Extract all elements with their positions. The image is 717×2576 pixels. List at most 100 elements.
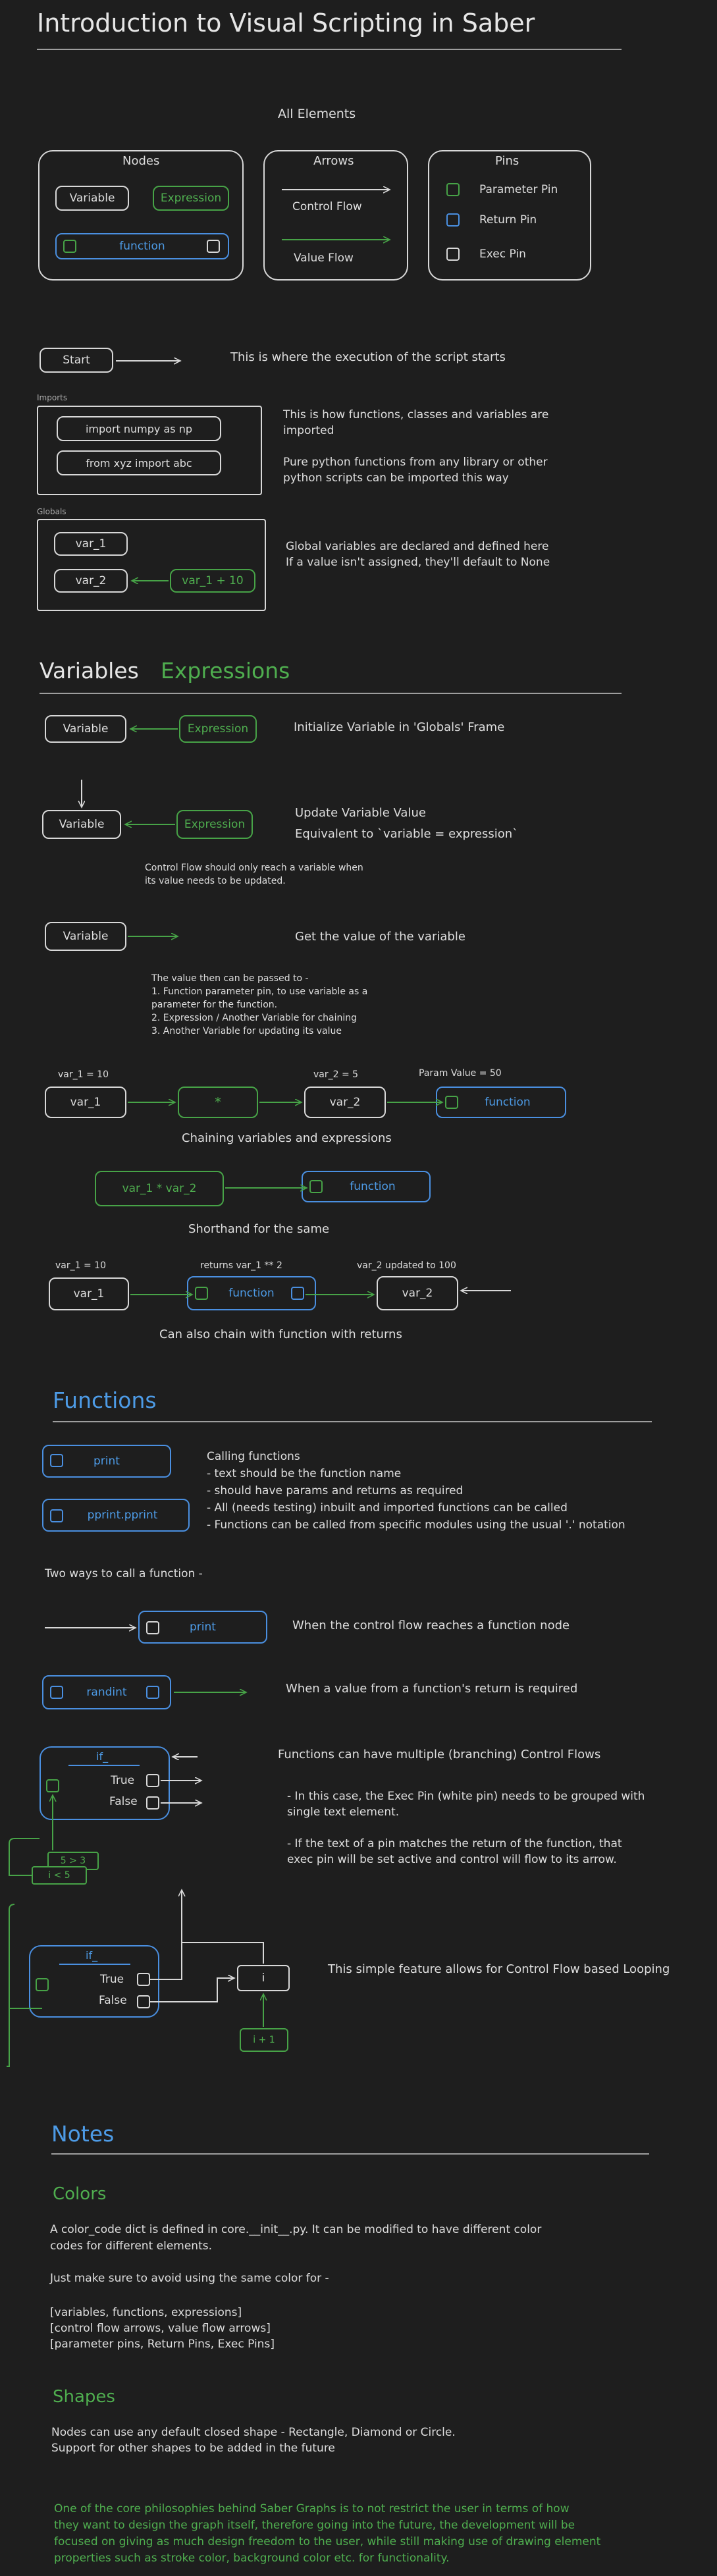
- print-node[interactable]: print: [42, 1445, 171, 1478]
- pprint-pin-icon: [50, 1509, 63, 1522]
- chain-multiply-label: *: [215, 1095, 221, 1110]
- ret-var1-annotation: var_1 = 10: [55, 1260, 106, 1271]
- ret-var2-node[interactable]: var_2: [377, 1276, 458, 1310]
- global-var-2-node[interactable]: var_2: [54, 569, 128, 593]
- chain-param-annotation: Param Value = 50: [419, 1068, 502, 1079]
- expression-node-sample[interactable]: Expression: [153, 186, 229, 211]
- arrows-legend-frame: [263, 150, 408, 281]
- global-expression-label: var_1 + 10: [182, 574, 244, 587]
- randint-node[interactable]: randint: [42, 1675, 171, 1709]
- init-description: Initialize Variable in 'Globals' Frame: [294, 720, 505, 734]
- loop-true-exec-pin-icon: [137, 1973, 150, 1986]
- ret-var1-node[interactable]: var_1: [49, 1277, 129, 1310]
- pass-line-5: 3. Another Variable for updating its val…: [151, 1026, 342, 1036]
- import-node-xyz[interactable]: from xyz import abc: [57, 450, 221, 475]
- notes-heading: Notes: [51, 2121, 115, 2147]
- variable-node-sample[interactable]: Variable: [55, 186, 129, 211]
- init-expression-label: Expression: [187, 722, 249, 736]
- loop-cond-link: [9, 1904, 15, 2008]
- branch-bullet-2b: exec pin will be set active and control …: [287, 1853, 617, 1866]
- ret-var2-label: var_2: [402, 1287, 433, 1300]
- imports-desc-1a: This is how functions, classes and varia…: [283, 408, 549, 421]
- ret-description: When a value from a function's return is…: [286, 1682, 578, 1696]
- shorthand-expression-label: var_1 * var_2: [122, 1182, 197, 1195]
- chain-var2-node[interactable]: var_2: [304, 1087, 386, 1118]
- cf-print-node[interactable]: print: [138, 1611, 267, 1644]
- init-expression-node[interactable]: Expression: [179, 715, 257, 743]
- get-variable-node[interactable]: Variable: [45, 922, 126, 951]
- global-var-2-label: var_2: [75, 574, 107, 587]
- condition-2-node[interactable]: i < 5: [32, 1866, 87, 1885]
- loop-expression-node[interactable]: i + 1: [240, 2028, 288, 2052]
- global-var-1-node[interactable]: var_1: [54, 532, 128, 556]
- loop-var-node[interactable]: i: [237, 1965, 290, 1991]
- philosophy-line-1: One of the core philosophies behind Sabe…: [54, 2502, 570, 2515]
- variables-heading: Variables: [40, 658, 139, 684]
- ret-function-annotation: returns var_1 ** 2: [200, 1260, 282, 1271]
- shorthand-caption: Shorthand for the same: [188, 1222, 330, 1236]
- cf-print-exec-pin-icon: [146, 1621, 159, 1634]
- philosophy-line-2: they want to design the graph itself, th…: [54, 2519, 575, 2532]
- shorthand-function-label: function: [350, 1180, 396, 1193]
- update-desc-1: Update Variable Value: [295, 806, 426, 820]
- shapes-p2: Support for other shapes to be added in …: [51, 2442, 335, 2455]
- expression-node-label: Expression: [160, 192, 222, 205]
- pass-line-1: The value then can be passed to -: [151, 973, 309, 984]
- branch-if-node[interactable]: [40, 1746, 170, 1820]
- colors-heading: Colors: [53, 2184, 107, 2204]
- init-variable-label: Variable: [63, 722, 109, 736]
- chain-multiply-node[interactable]: *: [178, 1087, 258, 1118]
- branch-if-underline: [68, 1765, 140, 1766]
- loop-cond-pin-icon: [36, 1978, 49, 1991]
- pass-line-2: 1. Function parameter pin, to use variab…: [151, 986, 368, 997]
- philosophy-line-3: focused on giving as much design freedom…: [54, 2535, 601, 2548]
- nodes-legend-frame: [38, 150, 244, 281]
- colors-list-3: [parameter pins, Return Pins, Exec Pins]: [50, 2338, 275, 2351]
- calling-line-3: - should have params and returns as requ…: [207, 1484, 464, 1497]
- update-expression-node[interactable]: Expression: [176, 810, 253, 839]
- exec-pin-label: Exec Pin: [479, 248, 526, 261]
- functions-heading: Functions: [53, 1387, 157, 1413]
- notes-divider: [51, 2153, 649, 2155]
- shorthand-expression-node[interactable]: var_1 * var_2: [95, 1171, 224, 1206]
- ret-var1-label: var_1: [73, 1287, 105, 1301]
- branch-bullet-1a: - In this case, the Exec Pin (white pin)…: [287, 1790, 645, 1803]
- chain-var2-annotation: var_2 = 5: [313, 1069, 359, 1080]
- cf-description: When the control flow reaches a function…: [292, 1619, 570, 1632]
- global-expression-node[interactable]: var_1 + 10: [170, 569, 255, 593]
- colors-p1a: A color_code dict is defined in core.__i…: [50, 2223, 542, 2236]
- import-node-numpy[interactable]: import numpy as np: [57, 416, 221, 441]
- chain-var1-annotation: var_1 = 10: [58, 1069, 109, 1080]
- return-pin-icon: [446, 213, 460, 227]
- chain-var1-node[interactable]: var_1: [45, 1087, 126, 1118]
- globals-desc-2: If a value isn't assigned, they'll defau…: [286, 556, 550, 569]
- ret-param-pin-icon: [195, 1287, 208, 1300]
- calling-line-1: Calling functions: [207, 1450, 300, 1463]
- branch-description: Functions can have multiple (branching) …: [278, 1748, 601, 1761]
- start-node[interactable]: Start: [40, 348, 113, 373]
- global-var-1-label: var_1: [75, 537, 107, 550]
- function-node-sample[interactable]: function: [55, 233, 229, 259]
- loop-if-label: if_: [86, 1949, 98, 1962]
- branch-if-label: if_: [96, 1750, 109, 1763]
- update-variable-node[interactable]: Variable: [42, 810, 121, 839]
- branch-cond-pin-icon: [46, 1779, 59, 1792]
- init-variable-node[interactable]: Variable: [45, 715, 126, 743]
- control-flow-note-1: Control Flow should only reach a variabl…: [145, 863, 363, 873]
- shapes-heading: Shapes: [53, 2387, 115, 2407]
- imports-frame: [37, 406, 262, 495]
- branch-false-exec-pin-icon: [146, 1796, 159, 1810]
- randint-label: randint: [86, 1686, 127, 1699]
- all-elements-heading: All Elements: [278, 107, 356, 121]
- globals-desc-1: Global variables are declared and define…: [286, 540, 549, 553]
- branch-false-label: False: [109, 1795, 138, 1808]
- imports-desc-2a: Pure python functions from any library o…: [283, 456, 548, 469]
- chain-var1-label: var_1: [70, 1096, 101, 1109]
- branch-true-exec-pin-icon: [146, 1774, 159, 1787]
- pprint-node[interactable]: pprint.pprint: [42, 1499, 190, 1532]
- loop-false-exec-pin-icon: [137, 1995, 150, 2008]
- imports-desc-2b: python scripts can be imported this way: [283, 471, 509, 485]
- ret-caption: Can also chain with function with return…: [159, 1328, 402, 1341]
- arrows-legend-title: Arrows: [313, 154, 354, 168]
- condition-2-label: i < 5: [48, 1870, 70, 1881]
